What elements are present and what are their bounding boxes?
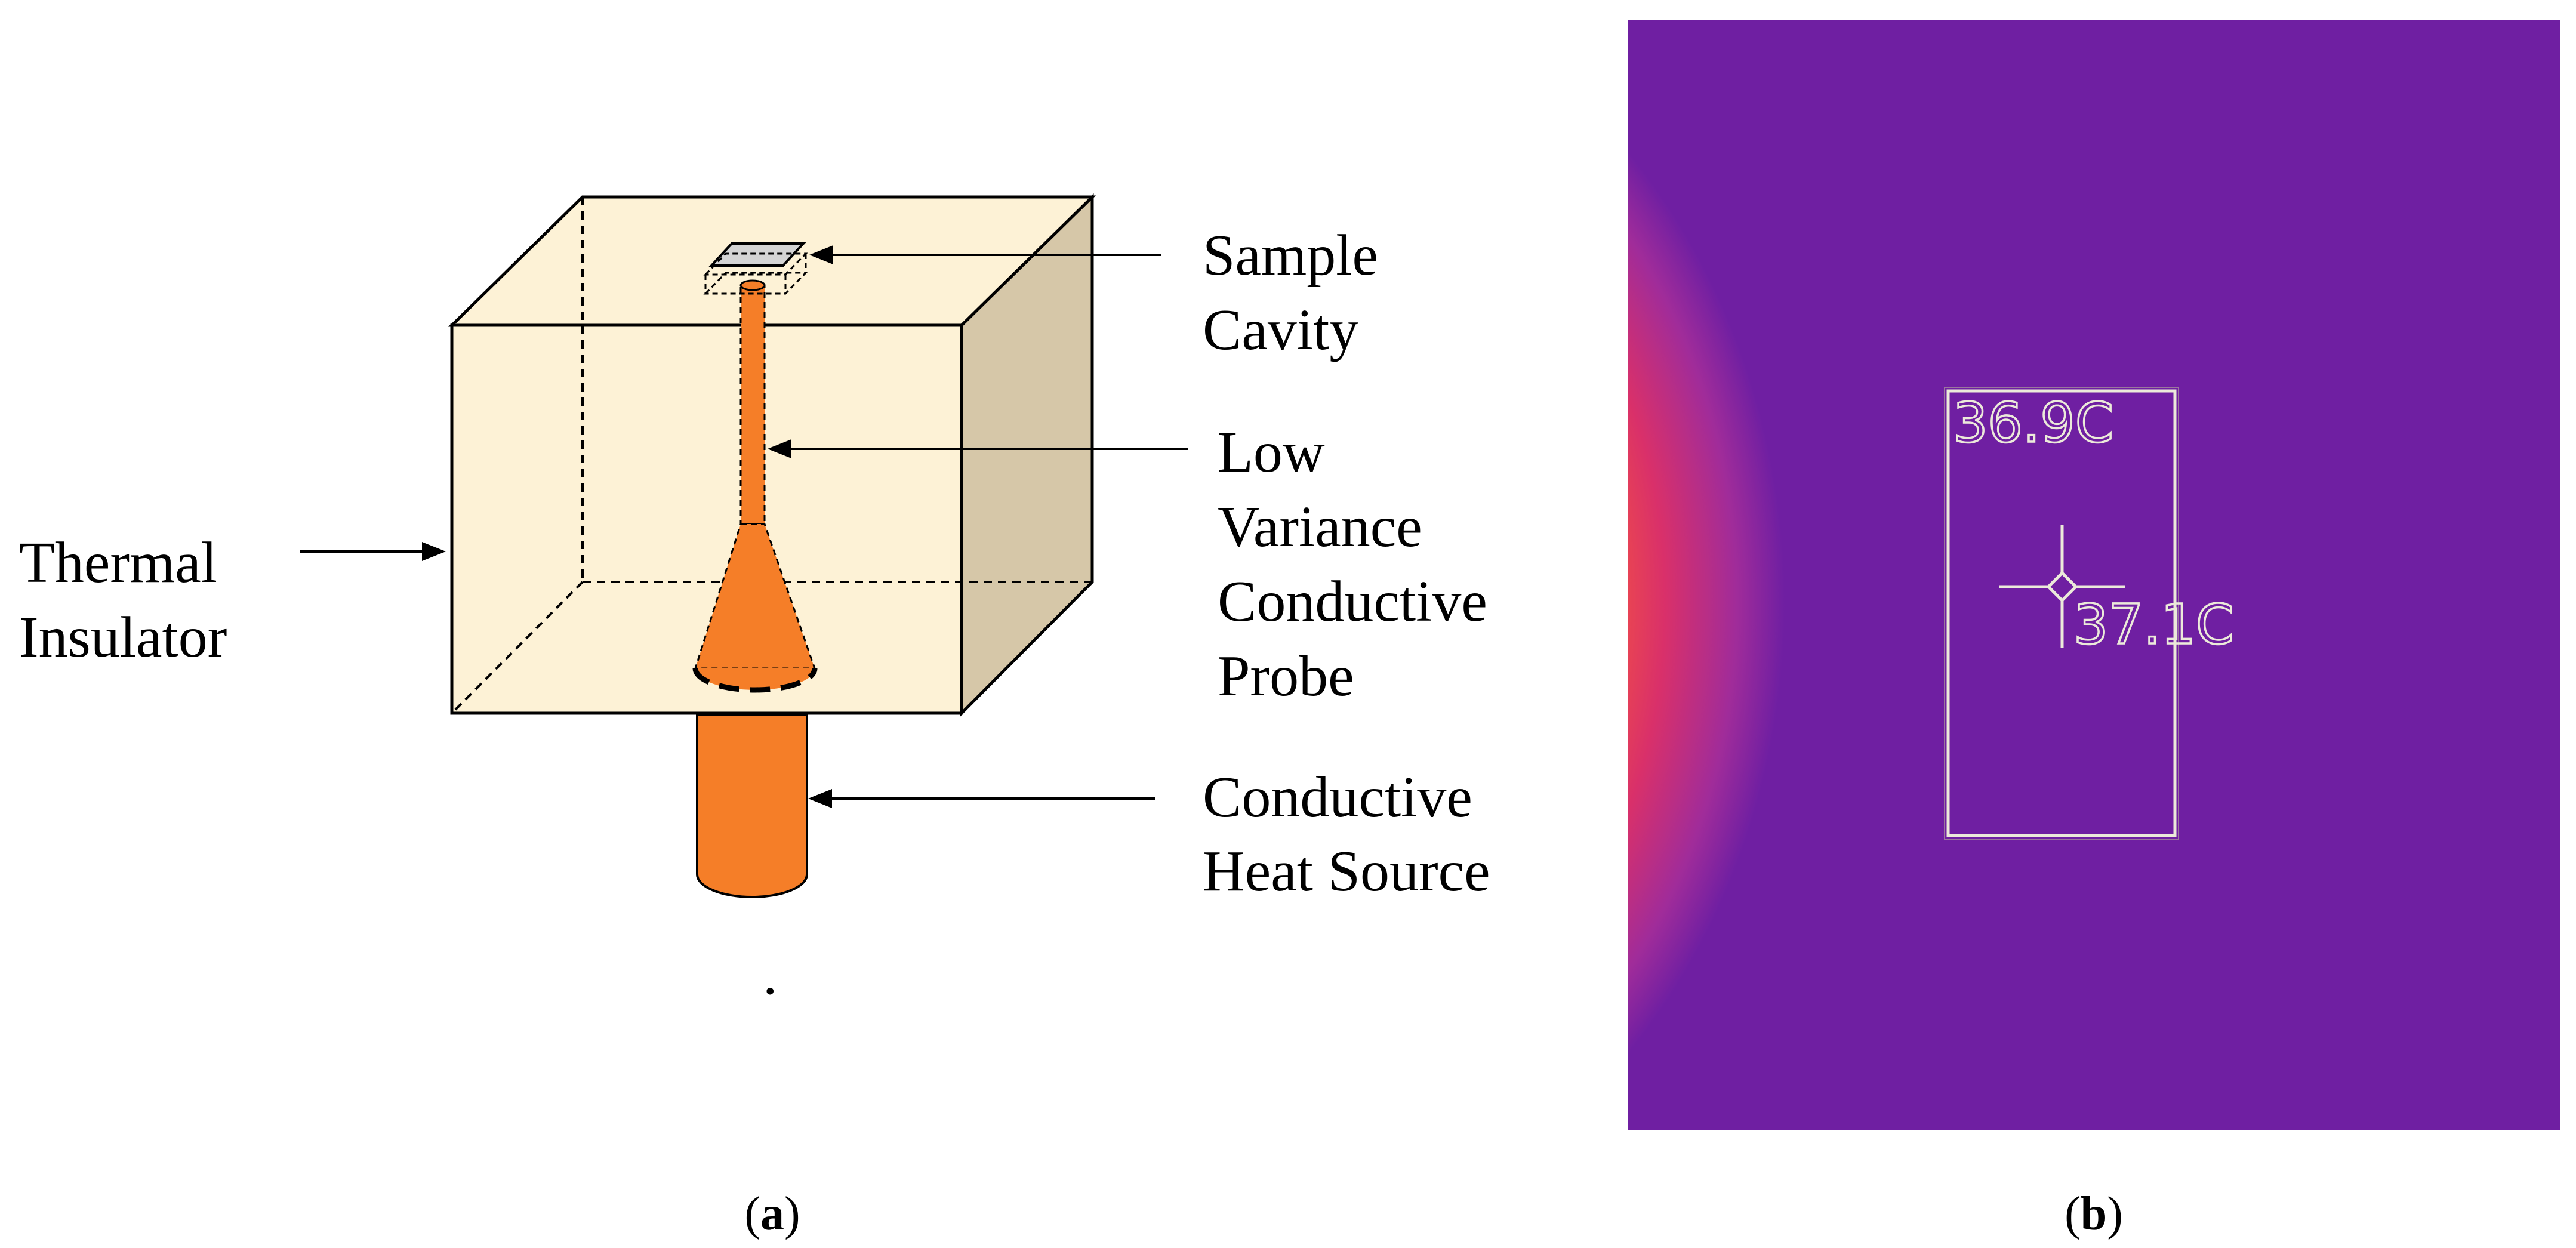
conductive-probe [692,279,818,693]
caption-a: (a) [744,1188,800,1240]
heat-source-cylinder [696,713,808,898]
label-probe: Low Variance Conductive Probe [1218,420,1502,708]
insulator-hidden-edges [451,197,1092,714]
label-sample-cavity: Sample Cavity [1203,223,1392,362]
panel-a-diagram: Sample Cavity Low Variance Conductive Pr… [19,193,1502,1240]
label-insulator: Thermal Insulator [19,531,232,670]
box-max-readout: 36.9C [1953,391,2113,455]
callout-arrows [300,245,1188,808]
thermal-image [1628,20,2560,1130]
measurement-box [1946,389,2177,837]
caption-b: (b) [2065,1188,2123,1240]
sample-cavity-shape [703,242,808,295]
panel-b-thermal-image: 36.9C 37.1C (b) [1628,20,2560,1240]
stray-dot: . [763,942,778,1007]
crosshair-icon [1999,525,2125,648]
spot-readout: 37.1C [2073,593,2234,657]
label-heat-source: Conductive Heat Source [1203,765,1490,904]
